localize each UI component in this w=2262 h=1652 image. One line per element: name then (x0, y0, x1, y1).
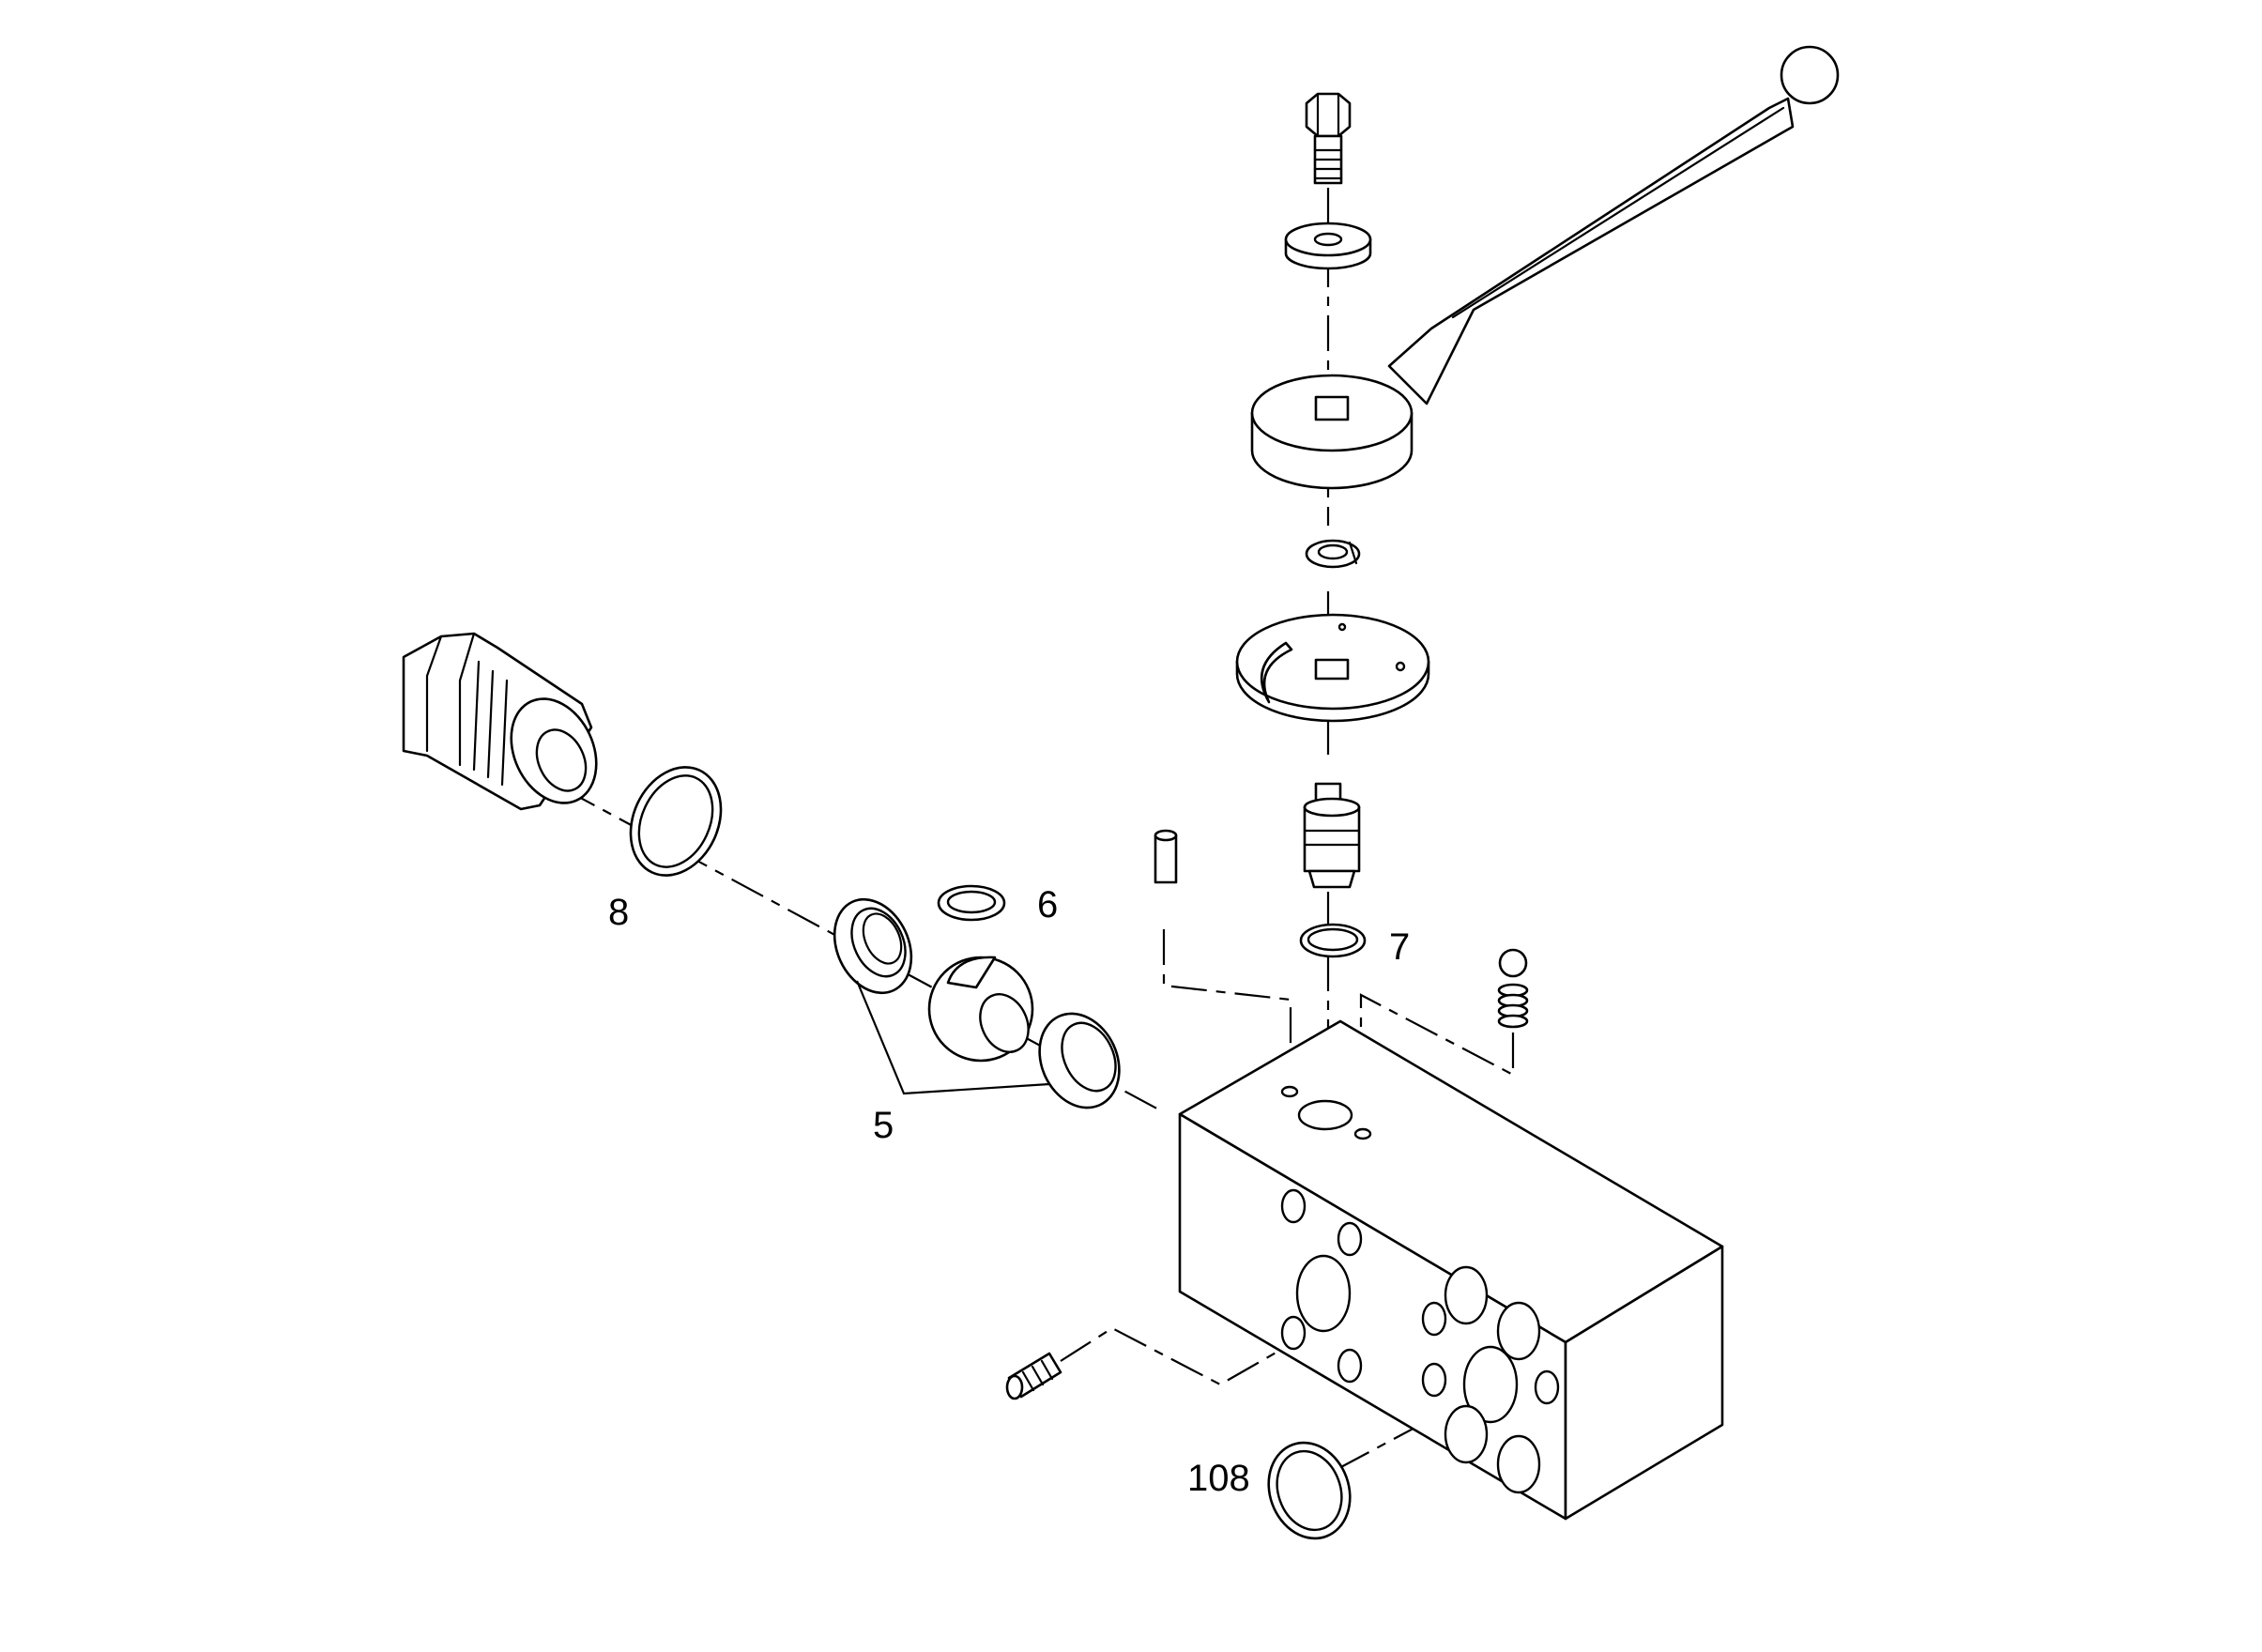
ball-o-ring (937, 884, 1006, 922)
lever-handle (1250, 45, 1840, 490)
hex-bolt (1305, 92, 1352, 185)
callout-6: 6 (1037, 884, 1058, 925)
detent-ball (1498, 948, 1528, 978)
dowel-pin (1154, 829, 1178, 884)
stop-plate (1235, 613, 1430, 723)
valve-ball (927, 956, 1034, 1063)
ball-seat-left (833, 897, 913, 995)
end-cap-fitting (402, 632, 598, 811)
callout-8: 8 (608, 892, 629, 933)
set-screw (1005, 1352, 1062, 1400)
callout-7: 7 (1389, 926, 1410, 968)
snap-ring (1305, 539, 1361, 569)
callout-labels: 8 6 7 5 108 (608, 884, 1410, 1499)
detent-spring (1497, 983, 1529, 1029)
callout-108: 108 (1187, 1458, 1250, 1499)
valve-stem (1303, 782, 1361, 889)
flat-washer (1284, 222, 1372, 270)
valve-body (1178, 1019, 1724, 1521)
ball-seat-right (1038, 1012, 1121, 1109)
callout-5: 5 (873, 1105, 894, 1146)
end-cap-o-ring (629, 766, 723, 877)
port-o-ring (1267, 1441, 1352, 1540)
callout-leaders (855, 980, 1050, 1095)
stem-o-ring (1299, 923, 1367, 958)
